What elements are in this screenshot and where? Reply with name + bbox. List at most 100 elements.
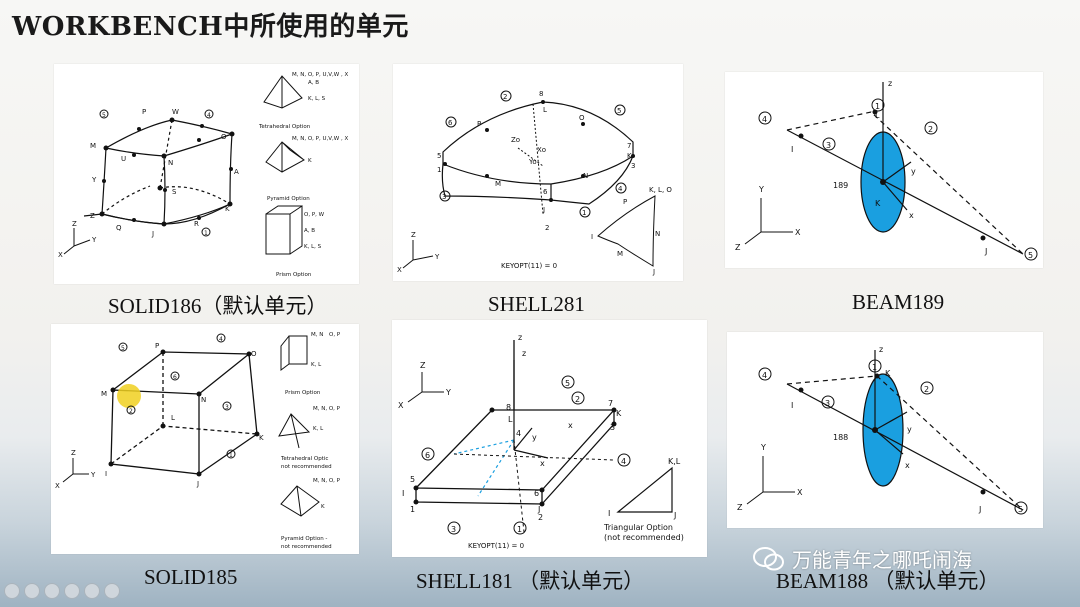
slide-title: WORKBENCH中所使用的单元 (12, 12, 409, 42)
more-icon[interactable] (104, 583, 120, 599)
solid185-tet-note: not recommended (281, 464, 332, 470)
svg-text:5: 5 (1028, 251, 1033, 260)
svg-text:K, L: K, L (311, 362, 322, 368)
svg-text:X: X (58, 251, 63, 259)
svg-text:3: 3 (451, 525, 456, 534)
svg-text:Z: Z (737, 503, 743, 512)
svg-text:1: 1 (582, 209, 586, 217)
slides-icon[interactable] (64, 583, 80, 599)
svg-text:3: 3 (825, 399, 830, 408)
pyramid-option-label: Pyramid Option (267, 196, 310, 202)
svg-text:X: X (795, 228, 801, 237)
svg-text:K: K (308, 158, 312, 164)
svg-text:4: 4 (516, 429, 521, 438)
svg-text:Z: Z (71, 449, 76, 457)
svg-text:X: X (397, 266, 402, 274)
svg-text:U: U (121, 155, 126, 163)
svg-text:A, B: A, B (308, 80, 319, 86)
svg-text:3: 3 (631, 162, 635, 170)
svg-text:J: J (196, 480, 199, 488)
svg-text:Z: Z (735, 243, 741, 252)
shell281-caption: SHELL281 (488, 292, 585, 316)
wechat-icon (753, 546, 784, 570)
beam188-caption: BEAM188 （默认单元） (776, 569, 1000, 593)
slide-toolbar[interactable] (4, 583, 120, 599)
prev-slide-icon[interactable] (4, 583, 20, 599)
solid185-tet-label: Tetrahedral Optic (280, 456, 328, 462)
svg-text:K, L, O: K, L, O (649, 186, 672, 194)
svg-text:P: P (623, 198, 627, 206)
svg-text:O: O (579, 114, 585, 122)
svg-text:5: 5 (121, 345, 125, 352)
svg-text:4: 4 (621, 457, 626, 466)
svg-text:O: O (251, 350, 257, 358)
svg-text:M, N, O, P: M, N, O, P (313, 406, 341, 412)
svg-text:2: 2 (575, 395, 580, 404)
svg-text:4: 4 (762, 115, 767, 124)
svg-text:X: X (797, 488, 803, 497)
svg-text:6: 6 (534, 489, 539, 498)
svg-text:3: 3 (442, 193, 446, 201)
svg-text:X: X (398, 401, 404, 410)
svg-text:M: M (617, 250, 623, 258)
svg-text:Y: Y (445, 388, 451, 397)
next-slide-icon[interactable] (24, 583, 40, 599)
svg-text:K,L: K,L (668, 457, 681, 466)
svg-text:M: M (90, 142, 96, 150)
svg-text:8: 8 (539, 90, 543, 98)
svg-text:3: 3 (826, 141, 831, 150)
zoom-icon[interactable] (84, 583, 100, 599)
svg-text:K: K (225, 205, 230, 213)
svg-text:2: 2 (545, 224, 549, 232)
svg-text:M: M (495, 180, 501, 188)
svg-text:J: J (542, 206, 545, 214)
beam189-label: 189 (833, 181, 848, 190)
shell181-keyopt: KEYOPT(11) = 0 (468, 542, 524, 550)
tetrahedral-option-label: Tetrahedral Option (258, 124, 311, 130)
pen-icon[interactable] (44, 583, 60, 599)
svg-text:K: K (259, 434, 264, 442)
svg-text:O: O (221, 133, 227, 141)
svg-text:7: 7 (608, 399, 613, 408)
svg-text:N: N (168, 159, 173, 167)
svg-text:1: 1 (517, 525, 522, 534)
svg-text:5: 5 (565, 379, 570, 388)
svg-text:1: 1 (204, 230, 208, 237)
svg-text:W: W (172, 108, 179, 116)
svg-text:I: I (608, 509, 610, 518)
svg-text:1: 1 (872, 363, 877, 372)
svg-text:Z: Z (72, 220, 77, 228)
svg-text:z: z (879, 345, 883, 354)
shell181-tri-option: Triangular Option (603, 523, 673, 532)
solid185-prism-label: Prism Option (285, 390, 321, 396)
svg-text:4: 4 (762, 371, 767, 380)
svg-text:x: x (540, 459, 545, 468)
svg-text:6: 6 (543, 188, 548, 196)
svg-text:3: 3 (610, 423, 615, 432)
svg-text:K: K (875, 199, 881, 208)
solid185-pyramid-label: Pyramid Option - (281, 536, 327, 542)
svg-text:4: 4 (207, 112, 211, 119)
svg-text:M: M (101, 390, 107, 398)
solid186-caption: SOLID186（默认单元） (108, 294, 328, 318)
svg-text:5: 5 (102, 112, 106, 119)
svg-text:A, B: A, B (304, 228, 315, 234)
prism-option-label: Prism Option (276, 272, 312, 278)
svg-text:M, N, O, P, U,V,W , X: M, N, O, P, U,V,W , X (292, 136, 348, 142)
svg-text:6: 6 (425, 451, 430, 460)
svg-text:I: I (791, 401, 793, 410)
svg-text:Zo: Zo (511, 136, 520, 144)
svg-text:Z: Z (90, 212, 95, 220)
svg-text:J: J (673, 511, 676, 520)
svg-text:I: I (402, 489, 404, 498)
beam188-label: 188 (833, 433, 848, 442)
svg-text:A: A (234, 168, 239, 176)
svg-text:y: y (532, 433, 537, 442)
svg-text:L: L (543, 106, 547, 114)
